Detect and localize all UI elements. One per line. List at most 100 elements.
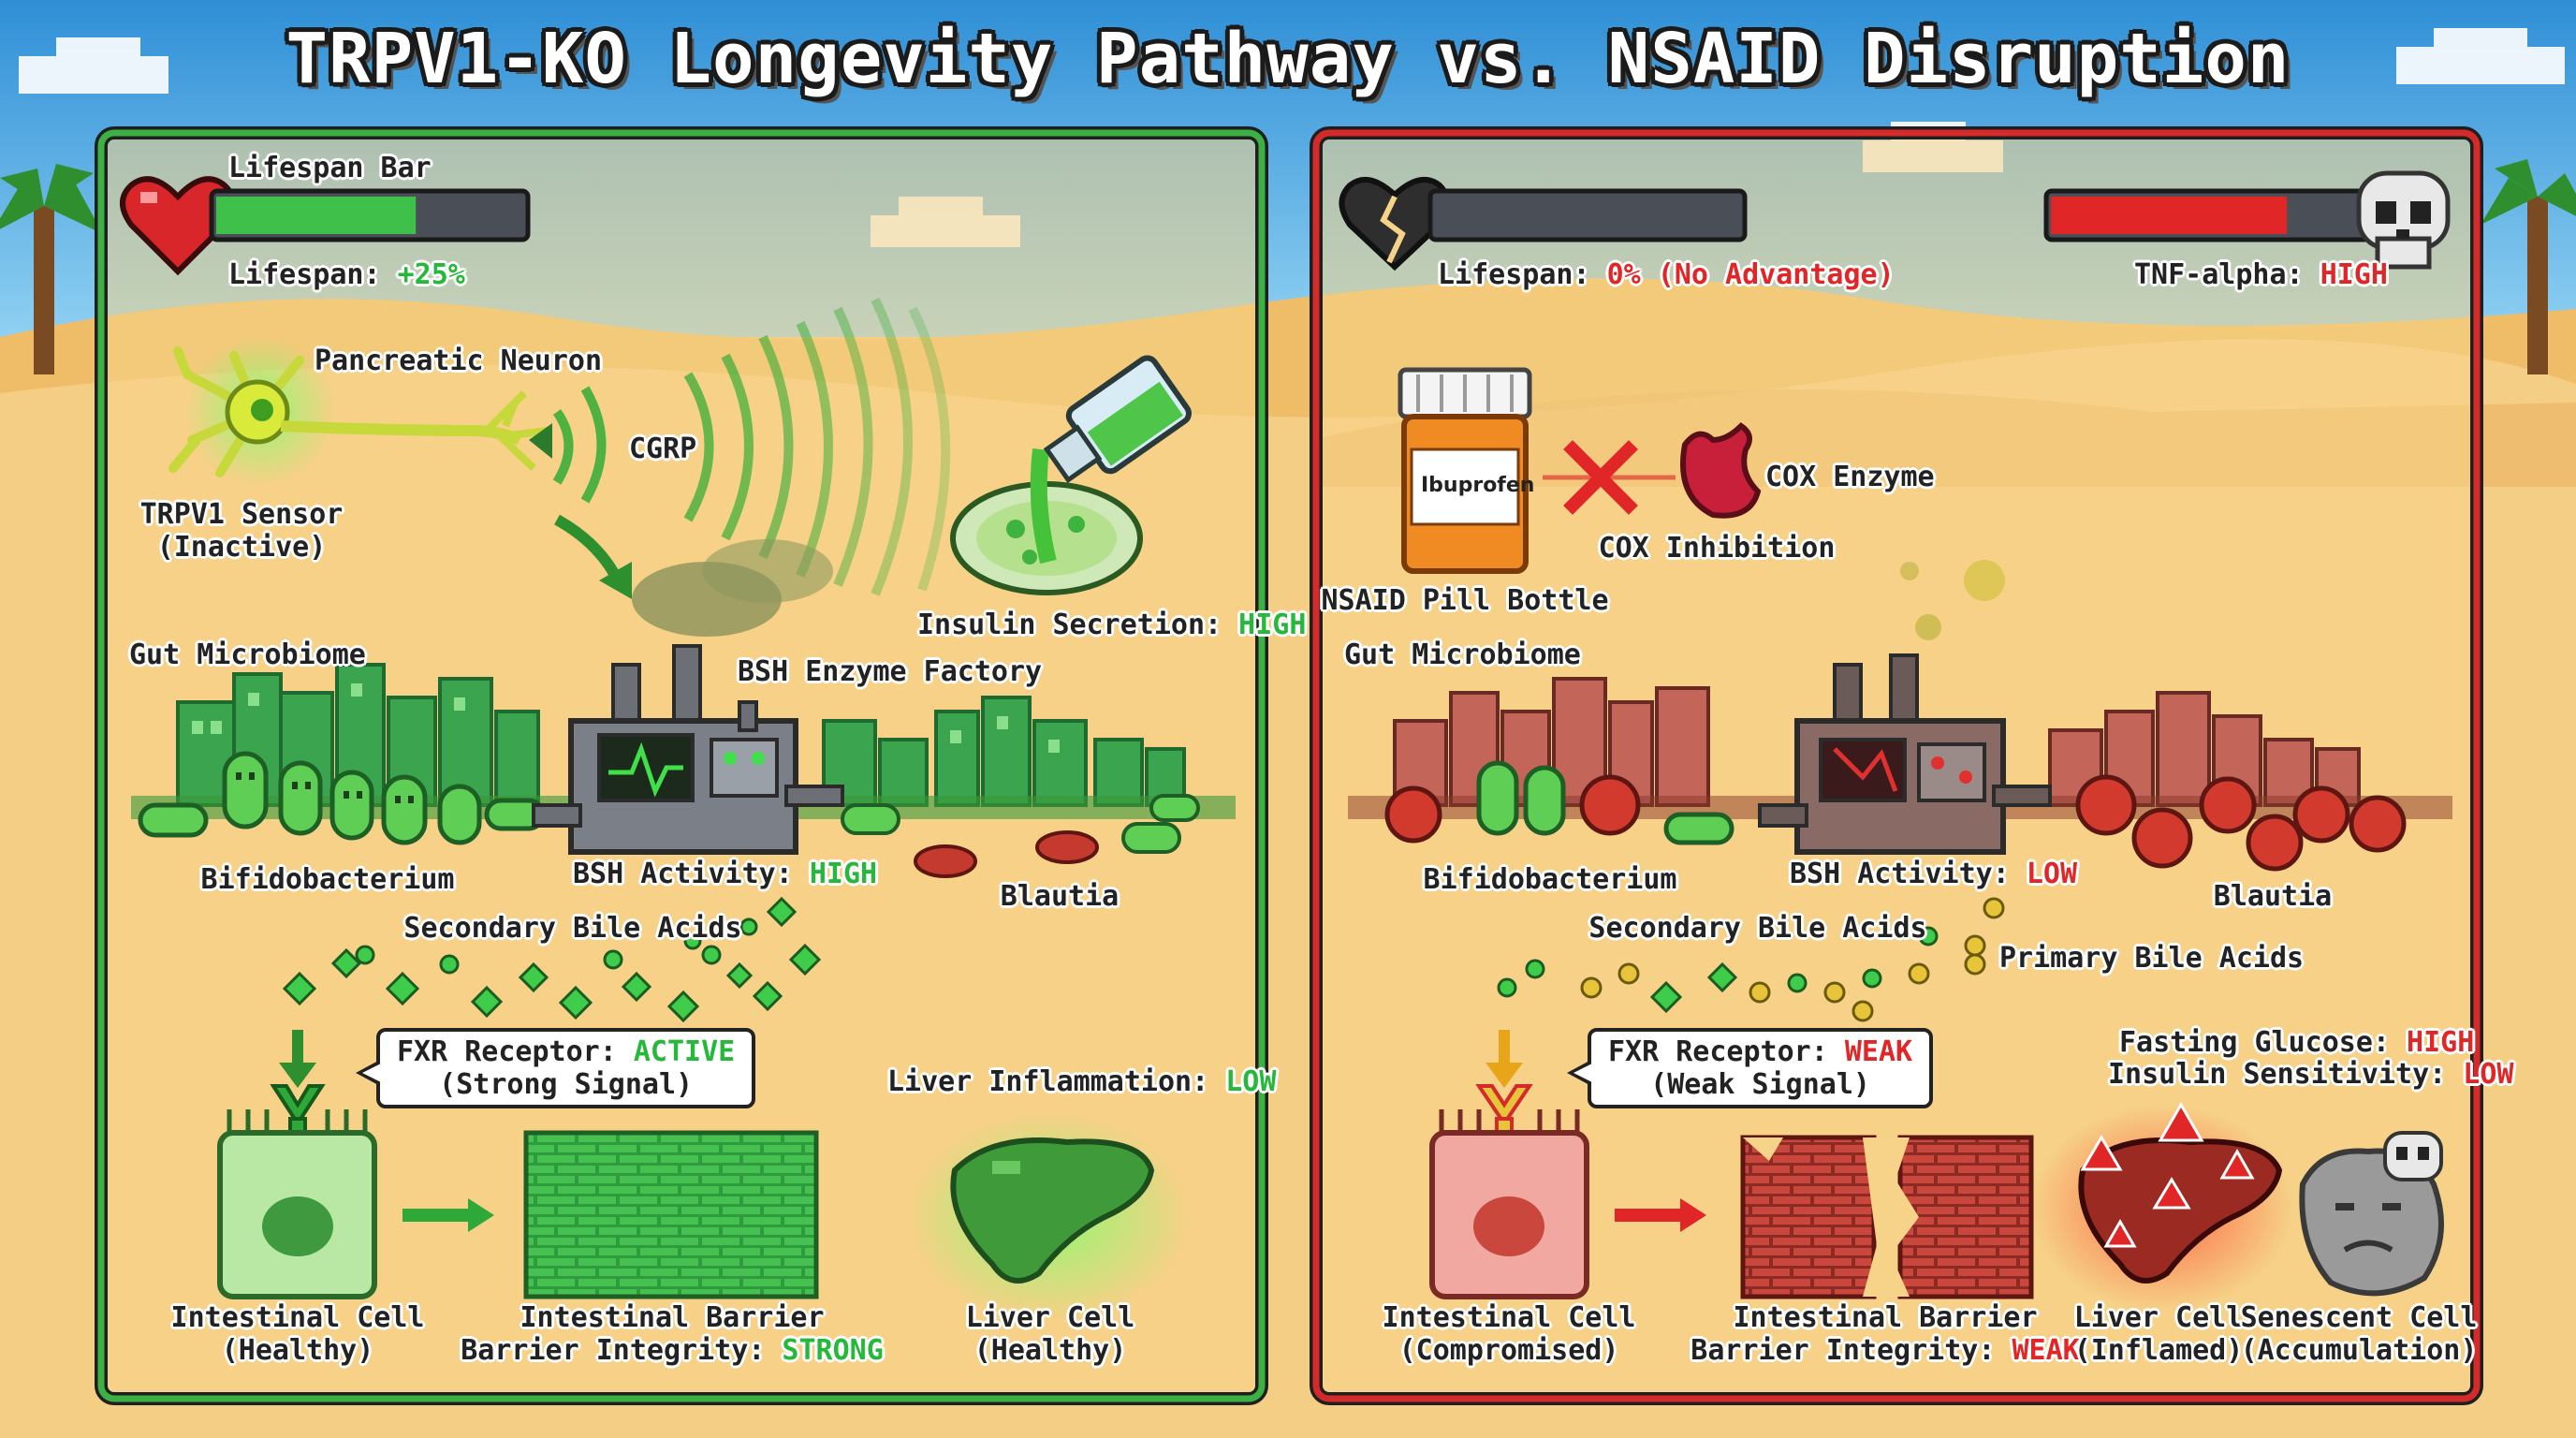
senescent-cell-icon: [2299, 1148, 2444, 1297]
right-intestinal-cell-title: Intestinal Cell: [1382, 1301, 1636, 1334]
right-barrier-integrity-prefix: Barrier Integrity:: [1690, 1334, 1996, 1367]
intestinal-cell-compromised-icon: [1429, 1109, 1589, 1299]
right-liver-cell-title: Liver Cell: [2073, 1301, 2244, 1334]
fxr-value: ACTIVE: [633, 1035, 736, 1068]
damaged-city: [1393, 677, 2361, 807]
liver-healthy-icon: [908, 1114, 1189, 1320]
small-skull-icon: [2383, 1131, 2443, 1181]
page-title: TRPV1-KO Longevity Pathway vs. NSAID Dis…: [285, 19, 2291, 99]
right-lifespan-prefix: Lifespan:: [1438, 258, 1590, 291]
fxr-signal-strength: (Strong Signal): [439, 1068, 694, 1101]
lifespan-bar-label: Lifespan Bar: [228, 152, 432, 184]
nsaid-pill-bottle-label: NSAID Pill Bottle: [1321, 584, 1609, 617]
trpv1-sensor-title: TRPV1 Sensor: [139, 498, 344, 531]
right-fxr-receptor-line: FXR Receptor: WEAK: [1608, 1035, 1912, 1068]
barrier-integrity-line: Barrier Integrity: STRONG: [461, 1334, 884, 1367]
right-lifespan-readout: Lifespan: 0% (No Advantage): [1438, 258, 1895, 291]
cox-inhibition-label: COX Inhibition: [1598, 532, 1836, 565]
green-bacteria-right: [841, 794, 1200, 854]
bifidobacterium-cluster: [138, 751, 546, 845]
liver-inflammation-prefix: Liver Inflammation:: [887, 1065, 1209, 1098]
secondary-bile-acids: [282, 896, 822, 1023]
pancreatic-neuron-label: Pancreatic Neuron: [315, 345, 603, 377]
insulin-bottle-icon: [950, 355, 1192, 595]
secondary-bile-acids-label: Secondary Bile Acids: [403, 912, 742, 945]
primary-bile-acids-label: Primary Bile Acids: [1999, 942, 2305, 975]
bsh-activity-value: HIGH: [809, 858, 878, 890]
bsh-activity-prefix: BSH Activity:: [573, 858, 793, 890]
blautia-label: Blautia: [1000, 880, 1120, 913]
tnf-alpha-prefix: TNF-alpha:: [2134, 258, 2304, 291]
right-liver-cell-label: Liver Cell (Inflamed): [2074, 1301, 2244, 1367]
senescent-cell-status: (Accumulation): [2240, 1334, 2478, 1367]
insulin-secretion-readout: Insulin Secretion: HIGH: [917, 609, 1306, 641]
red-spiky-bacteria: [1384, 774, 2407, 872]
senescent-cell-label: Senescent Cell (Accumulation): [2241, 1301, 2478, 1367]
liver-inflamed-icon: [2031, 1102, 2293, 1311]
right-fxr-receptor-bubble: FXR Receptor: WEAK (Weak Signal): [1566, 1028, 1934, 1108]
right-intestinal-barrier-label: Intestinal Barrier Barrier Integrity: WE…: [1690, 1301, 2079, 1367]
bsh-enzyme-factory-icon: [532, 539, 844, 855]
green-bacteria-right-panel: [1476, 760, 1734, 845]
fxr-receptor-line: FXR Receptor: ACTIVE: [397, 1035, 735, 1068]
right-intestinal-cell-status: (Compromised): [1398, 1334, 1619, 1367]
insulin-sensitivity-value: LOW: [2463, 1058, 2514, 1091]
cox-enzyme-label: COX Enzyme: [1765, 461, 1935, 493]
liver-inflammation-value: LOW: [1225, 1065, 1277, 1098]
bifidobacterium-label: Bifidobacterium: [200, 863, 455, 896]
right-intestinal-cell-label: Intestinal Cell (Compromised): [1383, 1301, 1636, 1367]
insulin-secretion-value: HIGH: [1238, 609, 1307, 641]
pill-bottle-text: Ibuprofen: [1421, 474, 1535, 497]
right-blautia-label: Blautia: [2213, 880, 2333, 913]
intestinal-cell-title: Intestinal Cell: [170, 1301, 425, 1334]
palm-tree-right: [2481, 159, 2576, 374]
fasting-glucose-value: HIGH: [2407, 1026, 2475, 1059]
right-bsh-activity-value: LOW: [2026, 858, 2078, 890]
fasting-glucose-readout: Fasting Glucose: HIGH: [2119, 1026, 2474, 1059]
insulin-sensitivity-readout: Insulin Sensitivity: LOW: [2108, 1058, 2513, 1091]
tnf-alpha-value: HIGH: [2320, 258, 2388, 291]
right-liver-cell-status: (Inflamed): [2073, 1334, 2244, 1367]
barrier-integrity-prefix: Barrier Integrity:: [461, 1334, 766, 1367]
right-fxr-signal-strength: (Weak Signal): [1650, 1068, 1870, 1101]
right-gut-microbiome-label: Gut Microbiome: [1344, 638, 1581, 671]
right-fxr-value: WEAK: [1844, 1035, 1913, 1068]
right-bsh-activity-readout: BSH Activity: LOW: [1790, 858, 2077, 890]
barrier-integrity-value: STRONG: [782, 1334, 884, 1367]
liver-cell-label: Liver Cell (Healthy): [966, 1301, 1135, 1367]
primary-bile-acids-right: [1580, 897, 2005, 1022]
pancreatic-neuron-icon: [168, 335, 552, 485]
gut-microbiome-label: Gut Microbiome: [129, 638, 366, 671]
secondary-bile-acids-right: [1497, 926, 1939, 1014]
right-barrier-integrity-value: WEAK: [2012, 1334, 2080, 1367]
intestinal-cell-healthy-icon: [217, 1109, 377, 1299]
right-bsh-activity-prefix: BSH Activity:: [1790, 858, 2010, 890]
skull-icon: [2356, 170, 2451, 270]
insulin-secretion-prefix: Insulin Secretion:: [917, 609, 1222, 641]
right-lifespan-bar-track: [1427, 188, 1748, 242]
right-bifidobacterium-label: Bifidobacterium: [1423, 863, 1677, 896]
liver-cell-status: (Healthy): [973, 1334, 1127, 1367]
cgrp-label: CGRP: [629, 433, 697, 465]
intestinal-cell-status: (Healthy): [221, 1334, 374, 1367]
tnf-alpha-readout: TNF-alpha: HIGH: [2134, 258, 2388, 291]
intestinal-cell-label: Intestinal Cell (Healthy): [171, 1301, 425, 1367]
fxr-receptor-bubble: FXR Receptor: ACTIVE (Strong Signal): [355, 1028, 756, 1108]
intestinal-barrier-broken-wall: [1740, 1135, 2034, 1299]
insulin-sensitivity-prefix: Insulin Sensitivity:: [2108, 1058, 2447, 1091]
senescent-cell-title: Senescent Cell: [2240, 1301, 2478, 1334]
right-secondary-bile-acids-label: Secondary Bile Acids: [1588, 912, 1927, 945]
blautia-bacteria: [914, 830, 1099, 878]
lifespan-prefix: Lifespan:: [228, 258, 381, 291]
fxr-prefix: FXR Receptor:: [397, 1035, 617, 1068]
cox-enzyme-icon: [1680, 422, 1762, 519]
tnf-bar-fill: [2051, 197, 2287, 234]
trpv1-sensor-label: TRPV1 Sensor (Inactive): [140, 498, 344, 564]
lifespan-readout: Lifespan: +25%: [228, 258, 465, 291]
bsh-factory-label: BSH Enzyme Factory: [738, 655, 1043, 688]
lifespan-bar-fill: [216, 197, 417, 234]
cgrp-signal-waves: [552, 297, 951, 596]
right-intestinal-barrier-title: Intestinal Barrier: [1733, 1301, 2038, 1334]
lifespan-value: +25%: [397, 258, 465, 291]
